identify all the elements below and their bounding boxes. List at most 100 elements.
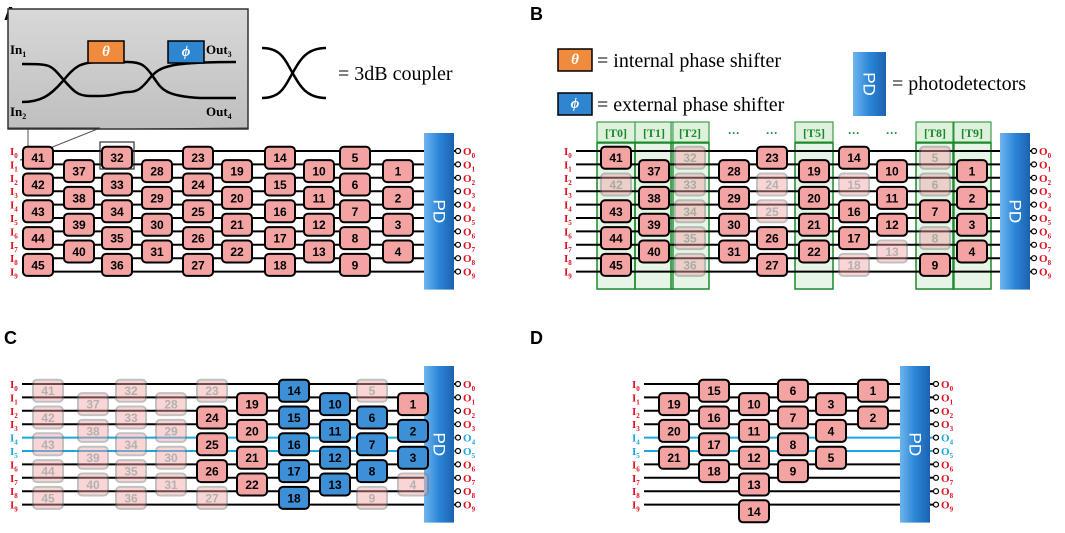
svg-text:45: 45 xyxy=(609,258,623,272)
mzi-31: 31 xyxy=(155,472,187,497)
legend-phi-box xyxy=(557,92,593,116)
svg-text:15: 15 xyxy=(707,384,721,398)
mzi-13: 13 xyxy=(876,239,908,264)
output-label: O4 xyxy=(463,433,476,447)
input-label: I6 xyxy=(10,226,18,240)
svg-text:2: 2 xyxy=(410,424,417,438)
mzi-19: 19 xyxy=(798,159,830,184)
svg-text:4: 4 xyxy=(828,424,835,438)
svg-text:18: 18 xyxy=(707,465,721,479)
mzi-4: 4 xyxy=(815,418,847,443)
time-step-label: [T8] xyxy=(924,126,946,140)
mzi-32: 32 xyxy=(101,145,133,170)
input-label: I8 xyxy=(632,486,640,500)
output-label: O6 xyxy=(1039,226,1052,240)
mzi-3: 3 xyxy=(382,212,414,237)
svg-text:22: 22 xyxy=(807,245,821,259)
svg-text:5: 5 xyxy=(932,151,939,165)
svg-text:38: 38 xyxy=(72,191,86,205)
mzi-17: 17 xyxy=(698,432,730,457)
mzi-8: 8 xyxy=(777,432,809,457)
output-label: O3 xyxy=(463,186,476,200)
svg-text:23: 23 xyxy=(205,384,219,398)
mzi-19: 19 xyxy=(236,392,268,417)
input-label: I2 xyxy=(632,406,640,420)
mzi-14: 14 xyxy=(264,145,296,170)
mzi-4: 4 xyxy=(382,239,414,264)
output-port xyxy=(454,174,462,181)
output-label: O2 xyxy=(463,173,476,187)
input-label: I8 xyxy=(10,486,18,500)
output-port xyxy=(454,161,462,168)
svg-text:29: 29 xyxy=(150,191,164,205)
output-label: O7 xyxy=(463,473,476,487)
svg-text:12: 12 xyxy=(885,218,899,232)
output-port xyxy=(932,434,940,441)
svg-text:19: 19 xyxy=(807,165,821,179)
svg-text:18: 18 xyxy=(847,258,861,272)
output-port xyxy=(932,488,940,495)
mzi-34: 34 xyxy=(101,199,133,224)
time-step-label: ··· xyxy=(728,126,740,140)
svg-text:10: 10 xyxy=(312,165,326,179)
output-label: O7 xyxy=(941,473,954,487)
mzi-34: 34 xyxy=(674,199,706,224)
mzi-20: 20 xyxy=(658,418,690,443)
input-label: I7 xyxy=(10,240,18,254)
svg-text:13: 13 xyxy=(747,478,761,492)
output-port xyxy=(454,394,462,401)
svg-text:16: 16 xyxy=(287,438,301,452)
svg-text:31: 31 xyxy=(164,478,178,492)
pd-label: PD xyxy=(430,432,449,456)
svg-text:13: 13 xyxy=(328,478,342,492)
legend-pd-symbol: PD xyxy=(860,72,879,96)
svg-text:43: 43 xyxy=(31,205,45,219)
svg-text:8: 8 xyxy=(790,438,797,452)
svg-text:41: 41 xyxy=(41,384,55,398)
mzi-31: 31 xyxy=(718,239,750,264)
mzi-14: 14 xyxy=(278,378,310,403)
svg-text:23: 23 xyxy=(191,151,205,165)
svg-text:17: 17 xyxy=(273,232,287,246)
output-port xyxy=(454,380,462,388)
mzi-1: 1 xyxy=(397,392,429,417)
svg-text:19: 19 xyxy=(230,165,244,179)
output-label: O0 xyxy=(1039,146,1052,160)
mzi-44: 44 xyxy=(22,226,54,251)
mzi-20: 20 xyxy=(221,185,253,210)
zoom-marker xyxy=(99,141,135,170)
mzi-5: 5 xyxy=(919,145,951,170)
input-label: I6 xyxy=(10,459,18,473)
output-label: O6 xyxy=(463,459,476,473)
svg-text:11: 11 xyxy=(329,424,342,438)
svg-text:18: 18 xyxy=(273,258,287,272)
svg-text:8: 8 xyxy=(932,232,939,246)
svg-text:39: 39 xyxy=(86,451,100,465)
mzi-15: 15 xyxy=(278,405,310,430)
mzi-45: 45 xyxy=(600,252,632,277)
mzi-40: 40 xyxy=(63,239,95,264)
svg-text:10: 10 xyxy=(328,398,342,412)
mzi-42: 42 xyxy=(32,405,64,430)
svg-text:15: 15 xyxy=(847,178,861,192)
svg-text:1: 1 xyxy=(969,165,976,179)
svg-text:38: 38 xyxy=(647,191,661,205)
svg-text:24: 24 xyxy=(205,411,219,425)
output-label: O9 xyxy=(1039,267,1052,281)
input-label: I8 xyxy=(564,253,572,267)
svg-text:26: 26 xyxy=(191,232,205,246)
svg-text:28: 28 xyxy=(727,165,741,179)
svg-text:6: 6 xyxy=(369,411,376,425)
output-port xyxy=(454,461,462,468)
input-label: I4 xyxy=(564,200,572,214)
pd-label: PD xyxy=(430,199,449,223)
input-label: I2 xyxy=(10,406,18,420)
input-label: I4 xyxy=(10,433,18,447)
time-step-header xyxy=(634,121,674,143)
mzi-8: 8 xyxy=(919,226,951,251)
time-step-header xyxy=(794,121,834,143)
svg-text:21: 21 xyxy=(245,451,259,465)
svg-text:24: 24 xyxy=(191,178,205,192)
svg-text:25: 25 xyxy=(205,438,219,452)
